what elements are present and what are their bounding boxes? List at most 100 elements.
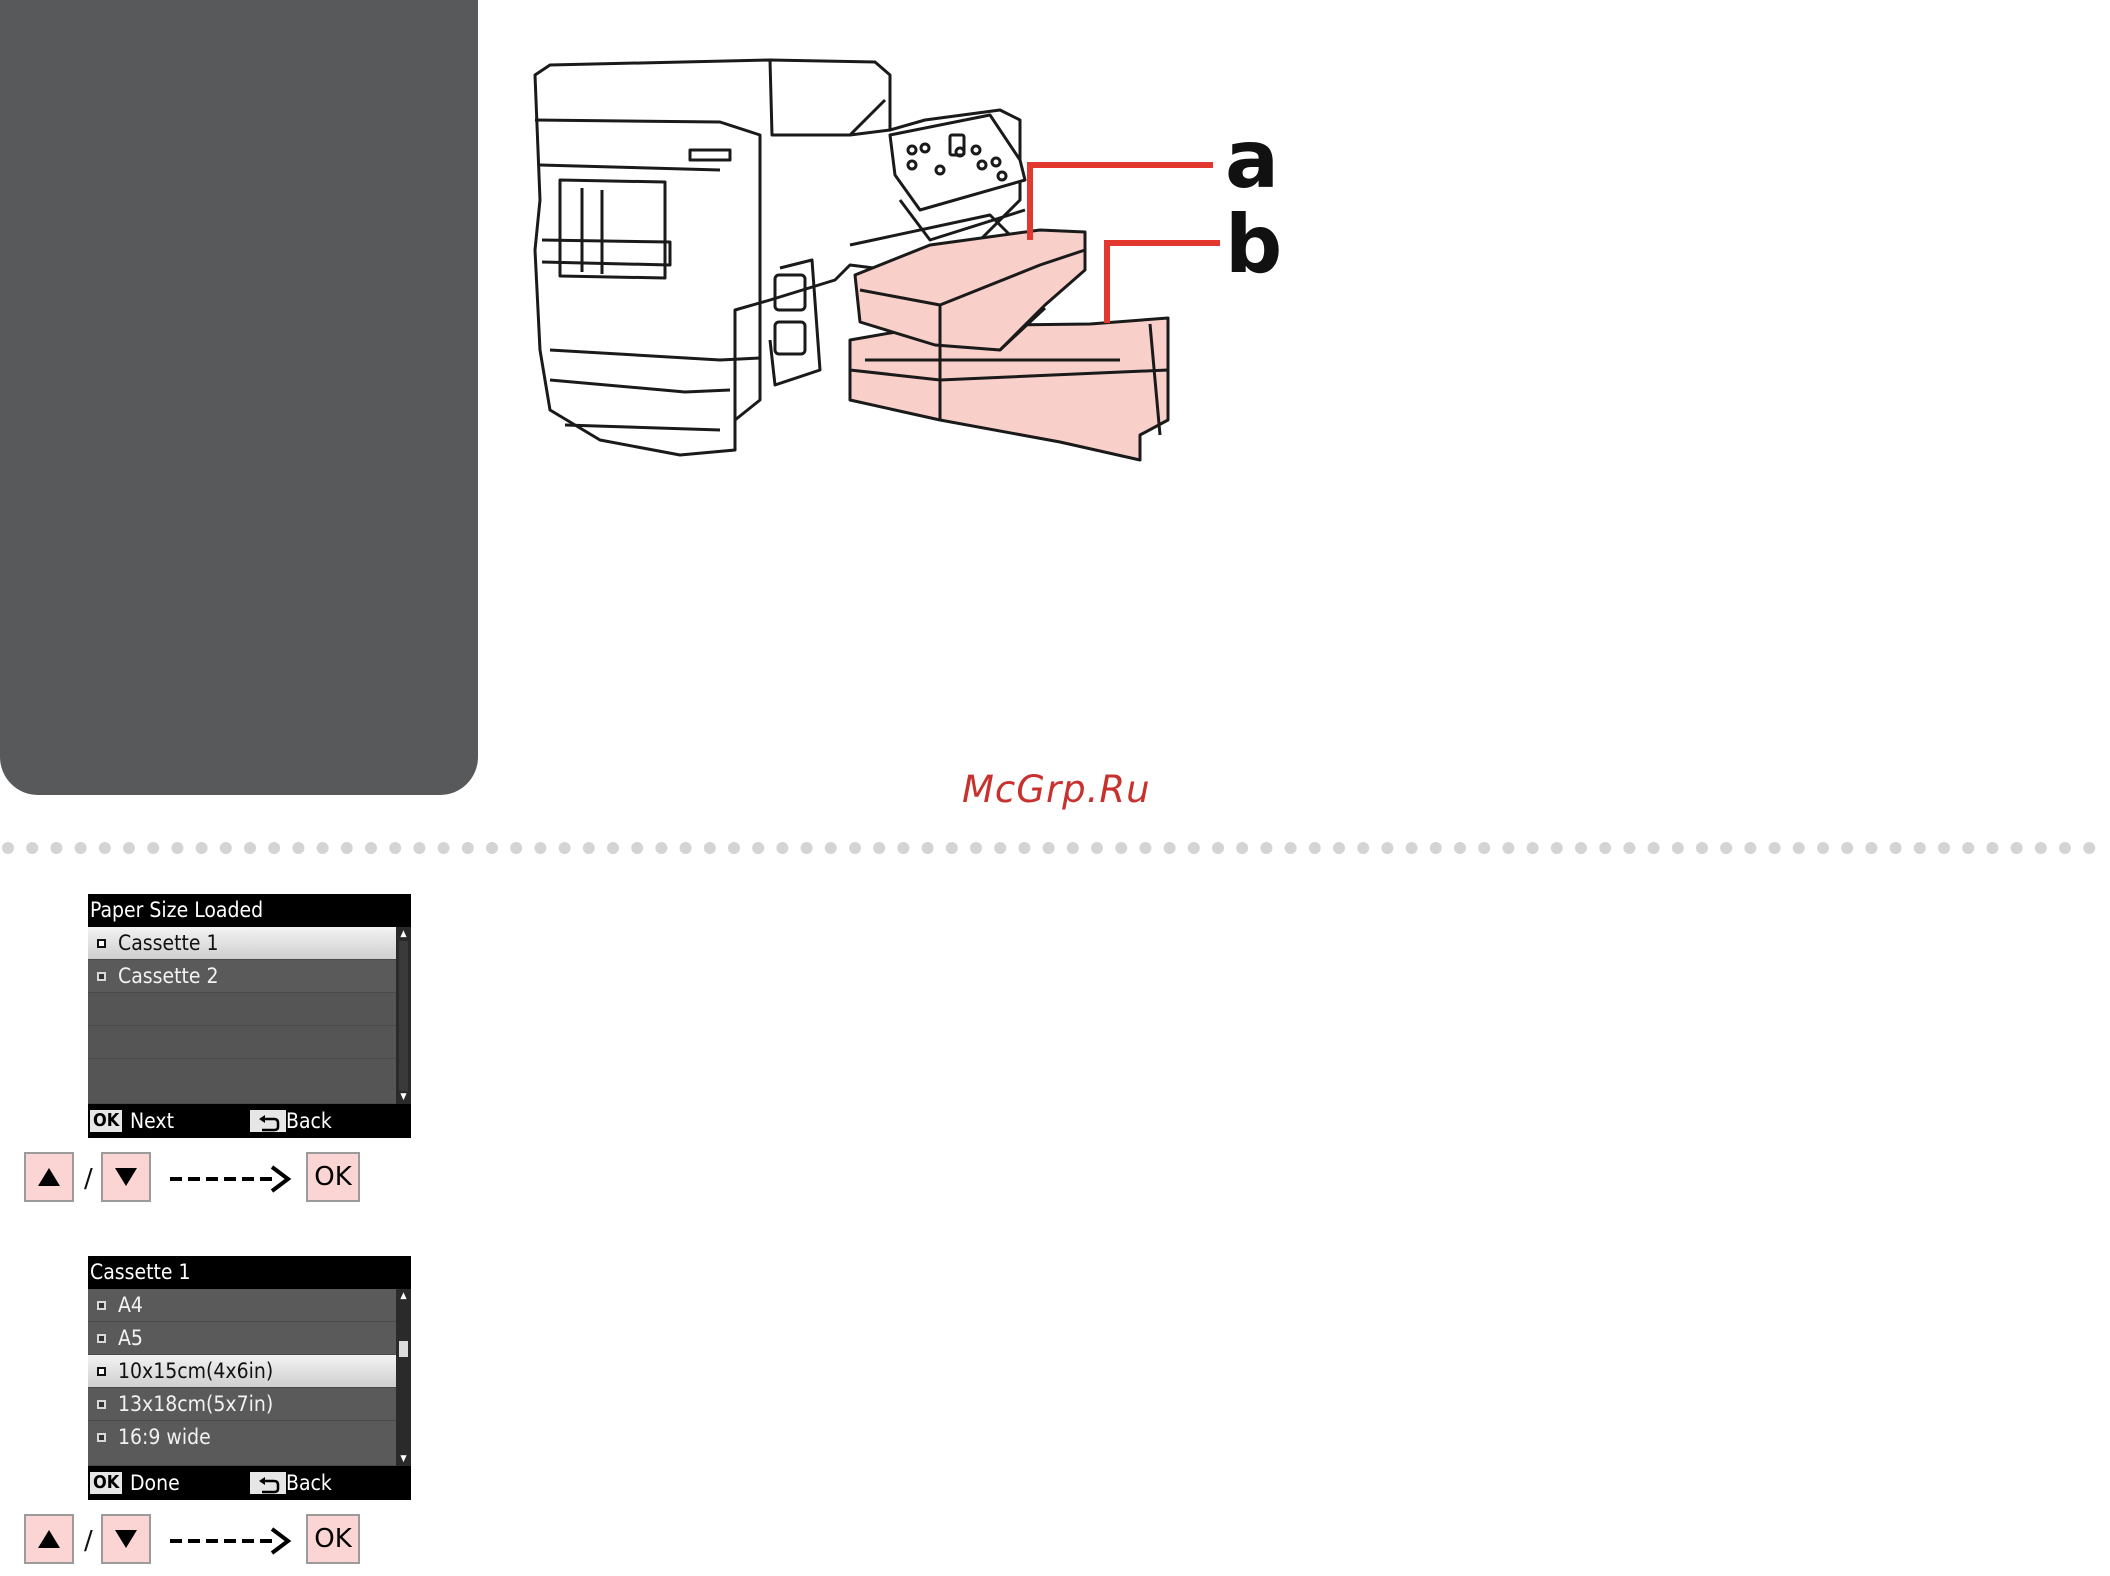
list-item-10x15[interactable]: 10x15cm(4x6in) [88, 1355, 396, 1388]
down-key[interactable] [101, 1152, 151, 1202]
key-separator: / [84, 1164, 93, 1194]
divider-dot [1962, 842, 1974, 854]
divider-dot [2, 842, 14, 854]
divider-dot [196, 842, 208, 854]
divider-dot [728, 842, 740, 854]
watermark: McGrp.Ru [962, 768, 1151, 811]
divider-dot [244, 842, 256, 854]
bullet-icon [97, 1400, 106, 1409]
divider-dot [99, 842, 111, 854]
list-item-empty [88, 1026, 396, 1059]
divider-dot [1357, 842, 1369, 854]
list-item-empty [88, 993, 396, 1026]
divider-dot [1502, 842, 1514, 854]
footer-back-label: Back [286, 1104, 332, 1138]
lcd-screen-paper-size-loaded: Paper Size Loaded Cassette 1 Cassette 2 … [88, 894, 411, 1138]
callout-a-label: a [1225, 120, 1279, 200]
bullet-icon [97, 1301, 106, 1310]
side-tab [0, 0, 478, 795]
divider-dot [897, 842, 909, 854]
divider-dot [341, 842, 353, 854]
divider-dot [1914, 842, 1926, 854]
up-key[interactable] [24, 1152, 74, 1202]
divider-dot [2035, 842, 2047, 854]
divider-dot [873, 842, 885, 854]
list-item-13x18[interactable]: 13x18cm(5x7in) [88, 1388, 396, 1421]
list-item-16-9-wide[interactable]: 16:9 wide [88, 1421, 396, 1466]
ok-badge: OK [90, 1110, 122, 1132]
divider-dot [946, 842, 958, 854]
list-item-label: 10x15cm(4x6in) [118, 1359, 273, 1383]
divider-dot [1599, 842, 1611, 854]
list-item-label: 13x18cm(5x7in) [118, 1392, 273, 1416]
divider-dot [1865, 842, 1877, 854]
divider-dot [486, 842, 498, 854]
list-item-a5[interactable]: A5 [88, 1322, 396, 1355]
divider-dot [1744, 842, 1756, 854]
divider-dot [583, 842, 595, 854]
divider-dot [680, 842, 692, 854]
divider-dot [1236, 842, 1248, 854]
divider-dot [365, 842, 377, 854]
divider-dot [825, 842, 837, 854]
printer-illustration [520, 40, 1300, 480]
divider-dot [801, 842, 813, 854]
up-key[interactable] [24, 1514, 74, 1564]
divider-dot [655, 842, 667, 854]
bullet-icon [97, 1433, 106, 1442]
divider-dot [631, 842, 643, 854]
bullet-icon [97, 972, 106, 981]
list-item-label: A5 [118, 1326, 143, 1350]
list-item-cassette-2[interactable]: Cassette 2 [88, 960, 396, 993]
callout-b-label: b [1225, 205, 1282, 285]
scrollbar[interactable]: ▲ ▼ [396, 927, 411, 1104]
divider-dot [462, 842, 474, 854]
ok-badge: OK [90, 1472, 122, 1494]
divider-dot [2011, 842, 2023, 854]
scroll-thumb [399, 1341, 408, 1357]
footer-back-label: Back [286, 1466, 332, 1500]
list-item-cassette-1[interactable]: Cassette 1 [88, 927, 396, 960]
divider-dot [1333, 842, 1345, 854]
list-item-label: A4 [118, 1293, 143, 1317]
divider-dot [26, 842, 38, 854]
list-item-label: Cassette 2 [118, 964, 219, 988]
back-icon [250, 1110, 286, 1132]
scroll-thumb [399, 941, 408, 1091]
scrollbar[interactable]: ▲ ▼ [396, 1289, 411, 1466]
divider-dot [1309, 842, 1321, 854]
divider-dot [559, 842, 571, 854]
divider-dot [292, 842, 304, 854]
divider-dot [534, 842, 546, 854]
dashed-arrow-icon [168, 1162, 296, 1196]
divider-dot [389, 842, 401, 854]
divider-dot [1115, 842, 1127, 854]
divider-dot [317, 842, 329, 854]
bullet-icon [97, 1367, 106, 1376]
divider-dot [1793, 842, 1805, 854]
lcd-title: Cassette 1 [88, 1256, 411, 1289]
dotted-divider [0, 838, 2110, 858]
divider-dot [1212, 842, 1224, 854]
lcd-footer: OK Next Back [88, 1104, 411, 1138]
divider-dot [1285, 842, 1297, 854]
divider-dot [1139, 842, 1151, 854]
divider-dot [220, 842, 232, 854]
up-arrow-icon [37, 1528, 61, 1550]
divider-dot [171, 842, 183, 854]
divider-dot [1720, 842, 1732, 854]
down-key[interactable] [101, 1514, 151, 1564]
ok-key[interactable]: OK [306, 1514, 360, 1564]
divider-dot [1260, 842, 1272, 854]
divider-dot [1430, 842, 1442, 854]
divider-dot [1890, 842, 1902, 854]
down-arrow-icon [114, 1166, 138, 1188]
down-arrow-icon [114, 1528, 138, 1550]
lcd-screen-cassette-1: Cassette 1 A4 A5 10x15cm(4x6in) 13x18cm(… [88, 1256, 411, 1500]
divider-dot [1406, 842, 1418, 854]
ok-key[interactable]: OK [306, 1152, 360, 1202]
list-item-a4[interactable]: A4 [88, 1289, 396, 1322]
divider-dot [1018, 842, 1030, 854]
divider-dot [1551, 842, 1563, 854]
divider-dot [1938, 842, 1950, 854]
